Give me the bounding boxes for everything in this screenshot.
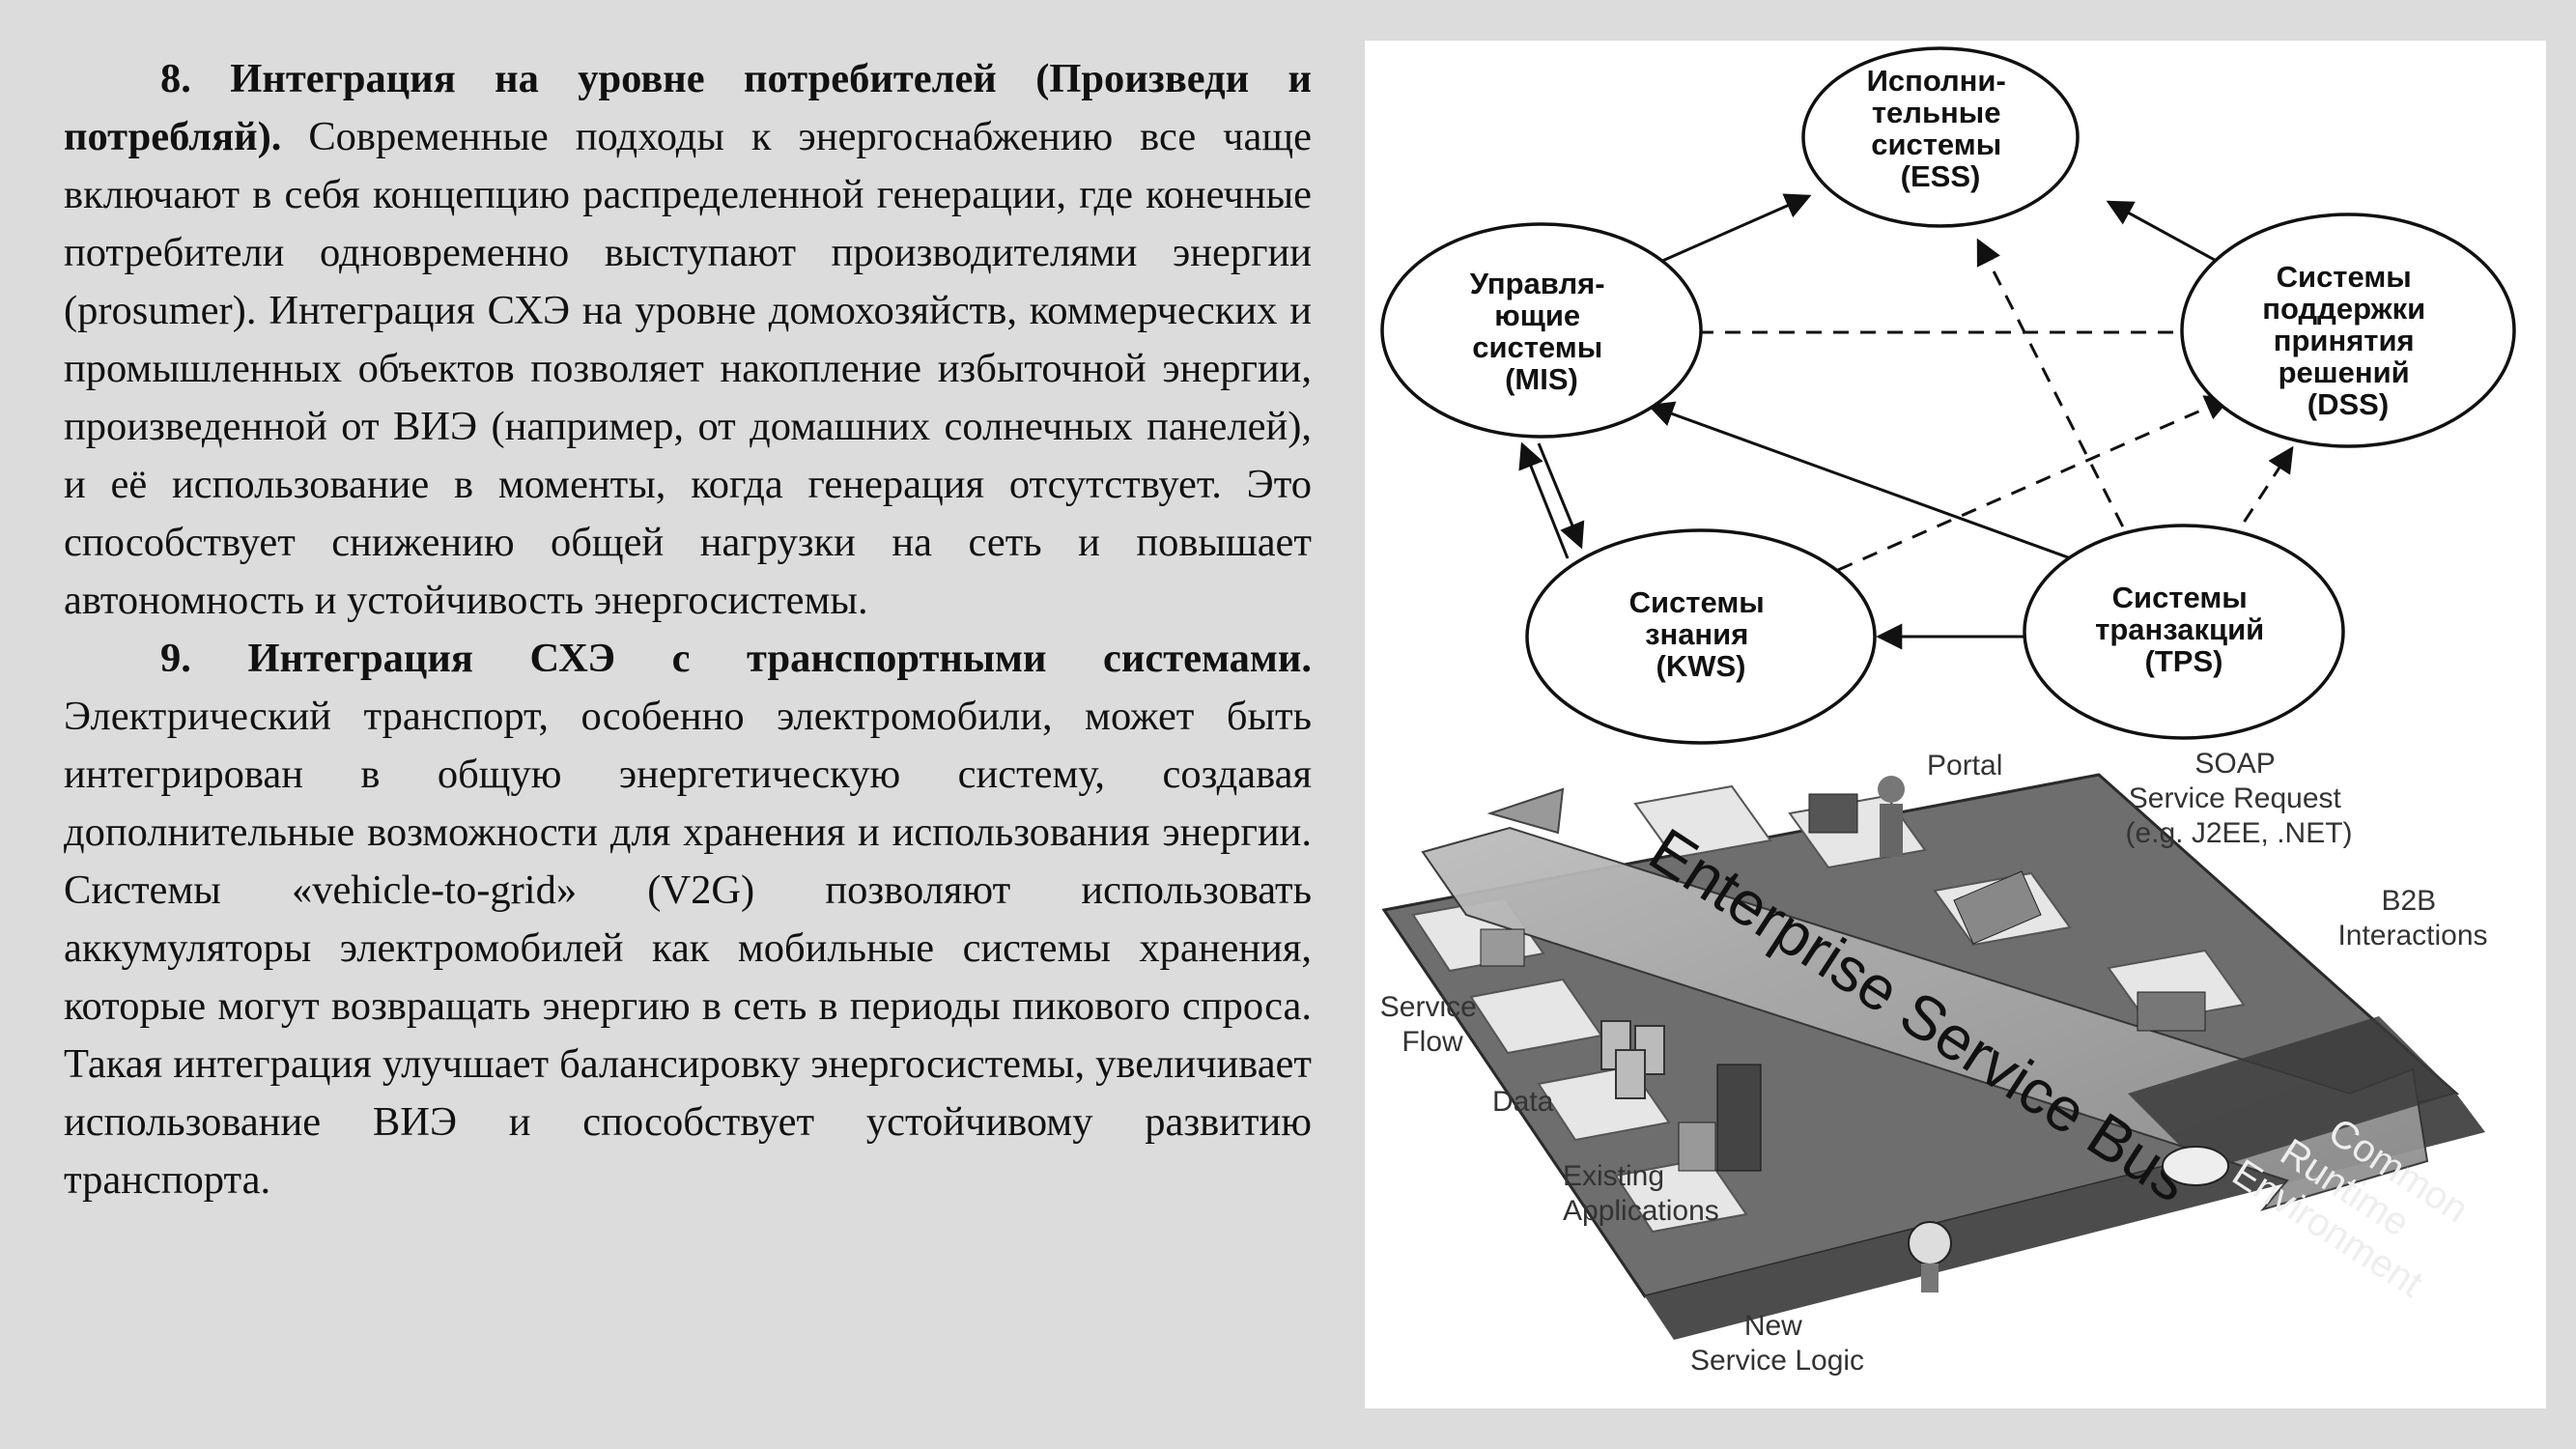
b2b-line-2: Interactions xyxy=(2337,920,2487,952)
label-service-flow: Service Flow xyxy=(1380,991,1485,1058)
database-icon xyxy=(1600,1020,1665,1099)
paragraph-8: 8. Интеграция на уровне потребителей (Пр… xyxy=(64,50,1312,630)
label-new-logic: New Service Logic xyxy=(1690,1310,1864,1377)
tps-label: Системы транзакций (TPS) xyxy=(2095,581,2273,678)
service-flow-line-2: Flow xyxy=(1401,1026,1463,1058)
tile-portal-left xyxy=(1633,784,1772,860)
runtime-block xyxy=(2128,1016,2456,1171)
mis-line-4: (MIS) xyxy=(1505,362,1578,396)
node-mis xyxy=(1380,222,1703,439)
runtime-hub xyxy=(2162,1146,2229,1186)
text-column: 8. Интеграция на уровне потребителей (Пр… xyxy=(64,50,1312,1209)
server-icon xyxy=(1716,1064,1762,1172)
ess-line-4: (ESS) xyxy=(1901,159,1981,193)
label-portal: Portal xyxy=(1927,750,2002,781)
dss-line-4: решений xyxy=(2279,355,2410,389)
arrow-kws-dss xyxy=(1837,395,2232,572)
figure-panel: Исполни- тельные системы (ESS) Управля- … xyxy=(1365,41,2546,1408)
systems-diagram xyxy=(1380,46,2516,745)
label-soap: SOAP Service Request (e.g. J2EE, .NET) xyxy=(2125,748,2352,849)
soap-line-1: SOAP xyxy=(2194,748,2275,780)
mis-label: Управля- ющие системы (MIS) xyxy=(1470,267,1613,396)
label-existing-apps: Existing Applications xyxy=(1563,1160,1719,1227)
arrow-kws-mis xyxy=(1518,441,1570,559)
arrow-mis-kws xyxy=(1537,442,1585,550)
service-flow-line-1: Service xyxy=(1380,991,1477,1023)
existing-line-1: Existing xyxy=(1563,1160,1664,1192)
factory-icon xyxy=(2137,991,2206,1032)
paragraph-9: 9. Интеграция СХЭ с транспортными систем… xyxy=(64,630,1312,1209)
mis-line-3: системы xyxy=(1472,330,1602,364)
node-kws xyxy=(1525,528,1877,745)
soap-line-3: (e.g. J2EE, .NET) xyxy=(2125,817,2352,849)
tps-line-3: (TPS) xyxy=(2145,644,2223,678)
soap-line-2: Service Request xyxy=(2129,782,2342,814)
ess-line-3: системы xyxy=(1871,128,2001,161)
person-body-icon xyxy=(1880,804,1903,857)
kws-line-1: Системы xyxy=(1629,585,1765,619)
esb-illustration: Enterprise Service Bus Common Runtime En… xyxy=(1380,748,2488,1377)
mis-line-1: Управля- xyxy=(1470,267,1605,300)
label-data: Data xyxy=(1492,1086,1554,1118)
kws-label: Системы знания (KWS) xyxy=(1629,585,1773,683)
arrow-tps-ess xyxy=(1976,238,2149,576)
ess-line-1: Исполни- xyxy=(1867,64,2006,98)
dss-line-2: поддержки xyxy=(2262,292,2425,326)
tile-new-logic xyxy=(1614,1156,1748,1234)
b2b-line-1: B2B xyxy=(2381,885,2436,917)
kws-line-3: (KWS) xyxy=(1656,649,1746,683)
label-b2b: B2B Interactions xyxy=(2337,885,2487,952)
tps-line-1: Системы xyxy=(2112,581,2248,614)
small-database-icon xyxy=(1678,1122,1716,1172)
laptop-icon xyxy=(1808,793,1858,834)
paragraph-9-heading: 9. Интеграция СХЭ с транспортными систем… xyxy=(160,636,1312,681)
lightbulb-icon xyxy=(1908,1221,1952,1265)
dss-line-3: принятия xyxy=(2274,324,2415,357)
dss-line-5: (DSS) xyxy=(2307,387,2389,421)
dss-label: Системы поддержки принятия решений (DSS) xyxy=(2262,260,2434,421)
ess-label: Исполни- тельные системы (ESS) xyxy=(1867,64,2015,193)
paragraph-8-body: Современные подходы к энергоснабжению вс… xyxy=(64,114,1312,623)
flow-icon xyxy=(1480,928,1525,967)
new-logic-line-1: New xyxy=(1744,1310,1802,1342)
node-dss xyxy=(2180,213,2516,448)
arrow-tps-dss xyxy=(2213,445,2294,568)
esb-bus-arrow-head xyxy=(1486,787,1565,835)
figure-svg: Исполни- тельные системы (ESS) Управля- … xyxy=(1380,46,2516,1377)
node-ess xyxy=(1801,46,2080,228)
paragraph-8-heading: 8. Интеграция на уровне потребителей (Пр… xyxy=(64,56,1312,159)
envelope-icon xyxy=(1953,870,2042,945)
mis-line-2: ющие xyxy=(1494,298,1580,332)
lightbulb-base-icon xyxy=(1921,1264,1939,1293)
esb-objects xyxy=(1480,776,2206,1293)
existing-line-2: Applications xyxy=(1563,1195,1719,1227)
ess-line-2: тельные xyxy=(1872,96,2001,129)
tps-line-2: транзакций xyxy=(2095,612,2264,646)
kws-line-2: знания xyxy=(1645,617,1748,651)
node-tps xyxy=(2023,524,2345,740)
paragraph-9-body: Электрический транспорт, особенно электр… xyxy=(64,694,1312,1203)
dss-line-1: Системы xyxy=(2277,260,2412,294)
person-icon xyxy=(1878,776,1905,803)
node-labels: Исполни- тельные системы (ESS) Управля- … xyxy=(1470,64,2434,683)
new-logic-line-2: Service Logic xyxy=(1690,1345,1864,1377)
arrow-mis-ess xyxy=(1644,193,1812,270)
